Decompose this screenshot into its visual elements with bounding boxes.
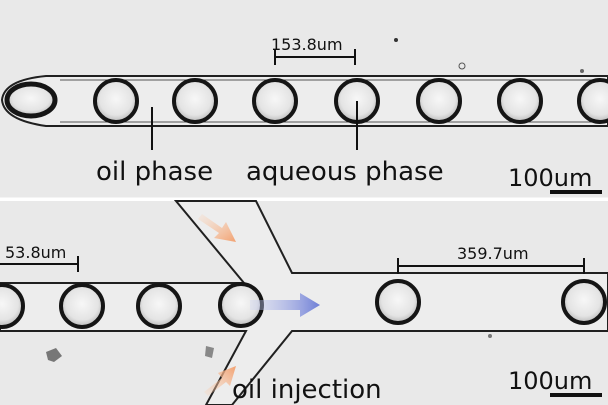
bottom-right-spacing-label: 359.7um: [457, 244, 529, 263]
droplet-top-2: [93, 78, 139, 124]
top-spacing-label: 153.8um: [271, 35, 343, 54]
top-panel: 153.8um oil phase aqueous phase 100um: [0, 0, 608, 198]
debris-dot: [394, 38, 398, 42]
droplet-bottom-3: [136, 283, 182, 329]
bottom-scale-bar: [550, 393, 602, 397]
bottom-left-spacing-label: 53.8um: [5, 243, 66, 262]
droplet-top-8: [577, 78, 608, 124]
droplet-bottom-6: [561, 279, 607, 325]
oil-phase-label: oil phase: [96, 157, 213, 187]
droplet-bottom-5: [375, 279, 421, 325]
debris-dot-2: [458, 62, 466, 70]
aqueous-phase-label: aqueous phase: [246, 157, 444, 187]
bottom-left-spacing-bracket: [0, 256, 79, 272]
top-scale-bar: [550, 190, 602, 194]
debris-speck: [46, 348, 62, 362]
droplet-top-4: [252, 78, 298, 124]
bottom-panel: 53.8um 359.7um oil injection 100um: [0, 200, 608, 405]
droplet-top-7: [497, 78, 543, 124]
oil-inflow-arrow-bottom: [204, 366, 236, 396]
flow-direction-arrow: [250, 293, 320, 317]
droplet-top-3: [172, 78, 218, 124]
bottom-right-spacing-bracket: [397, 258, 585, 274]
debris-dot-3: [580, 69, 584, 73]
bottom-scale-bar-label: 100um: [508, 367, 592, 395]
oil-inflow-arrow-top: [198, 214, 236, 242]
droplet-bottom-1: [0, 283, 25, 329]
oil-injection-label: oil injection: [232, 375, 382, 405]
droplet-bottom-2: [59, 283, 105, 329]
droplet-top-6: [416, 78, 462, 124]
top-spacing-bracket: [274, 49, 356, 65]
debris-speck-3: [488, 334, 492, 338]
debris-speck-2: [205, 346, 214, 358]
droplet-top-1: [4, 81, 58, 119]
top-scale-bar-label: 100um: [508, 164, 592, 192]
